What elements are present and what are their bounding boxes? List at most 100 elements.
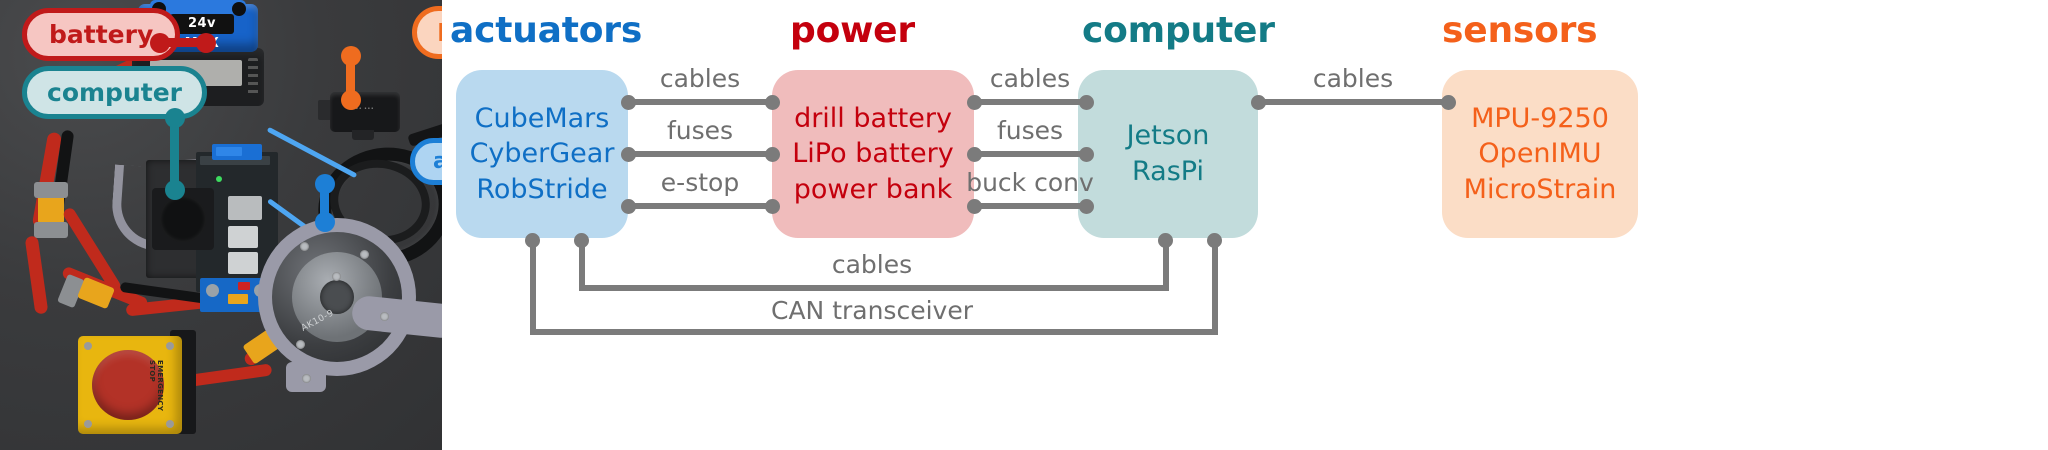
edge-actuators-computer-cables (1163, 238, 1169, 291)
potentiometer (228, 294, 248, 304)
header-sensors: sensors (1442, 10, 1598, 51)
edge-nub (765, 95, 780, 110)
edge-actuators-power-fuses (628, 151, 772, 157)
edge-nub (1079, 199, 1094, 214)
actuator-shaft (320, 280, 354, 314)
actuator-callout: actuator (410, 138, 442, 185)
edge-nub (525, 233, 540, 248)
screw (166, 420, 174, 428)
header-computer: computer (1082, 10, 1275, 51)
cable-sleeve (34, 222, 68, 238)
computer-callout: computer (22, 66, 207, 119)
screw (84, 420, 92, 428)
edge-nub (1441, 95, 1456, 110)
header-power: power (790, 10, 915, 51)
edge-label-can-transceiver: CAN transceiver (770, 296, 973, 325)
sensors-item: OpenIMU (1478, 138, 1602, 170)
battery-top (150, 0, 246, 14)
edge-power-computer-buck (974, 203, 1086, 209)
edge-label-estop: e-stop (660, 168, 740, 197)
sensors-box[interactable]: MPU-9250 OpenIMU MicroStrain (1442, 70, 1638, 238)
edge-actuators-computer-cables (579, 285, 1169, 291)
hardware-photo: 24v MAX ••• ••• (0, 0, 442, 450)
edge-label-cables: cables (1312, 64, 1394, 93)
edge-nub (1079, 147, 1094, 162)
edge-label-buck-conv: buck conv (966, 168, 1094, 197)
edge-label-cables: cables (831, 250, 913, 279)
edge-actuators-computer-can (530, 329, 1218, 335)
cable-sleeve (34, 182, 68, 198)
computer-callout-label: computer (47, 78, 182, 107)
header-actuators: actuators (450, 10, 643, 51)
edge-nub (1158, 233, 1173, 248)
edge-nub (1079, 95, 1094, 110)
actuators-item: CubeMars (474, 102, 610, 134)
computer-item: RasPi (1132, 156, 1204, 187)
power-item: drill battery (794, 102, 952, 134)
imu-callout: IMU (412, 6, 442, 59)
edge-nub (1207, 233, 1222, 248)
buck-indicator (238, 282, 250, 290)
edge-nub (621, 199, 636, 214)
screw (84, 342, 92, 350)
actuators-item: CyberGear (469, 138, 615, 170)
imu-silkscreen: ••• ••• (352, 106, 375, 112)
edge-actuators-power-estop (628, 203, 772, 209)
edge-power-computer-fuses (974, 151, 1086, 157)
computer-box[interactable]: Jetson RasPi (1078, 70, 1258, 238)
actuators-box[interactable]: CubeMars CyberGear RobStride (456, 70, 628, 238)
emergency-stop-button (92, 350, 164, 420)
actuators-item: RobStride (476, 173, 608, 205)
sensors-item: MPU-9250 (1471, 102, 1609, 134)
usb-port (228, 226, 258, 248)
edge-power-computer-cables (974, 99, 1086, 105)
bolt (296, 340, 305, 349)
usb-port (228, 252, 258, 274)
edge-nub (967, 147, 982, 162)
computer-item: Jetson (1126, 120, 1210, 152)
imu-foot (352, 130, 374, 140)
edge-label-cables: cables (989, 64, 1071, 93)
edge-label-fuses: fuses (996, 116, 1064, 145)
imu-callout-label: IMU (437, 18, 442, 47)
status-led (216, 176, 222, 182)
edge-nub (1251, 95, 1266, 110)
edge-label-cables: cables (659, 64, 741, 93)
edge-nub (765, 147, 780, 162)
edge-nub (621, 147, 636, 162)
power-item: LiPo battery (792, 138, 954, 170)
edge-actuators-computer-can (1212, 238, 1218, 335)
estop-text: EMERGENCY STOP (148, 360, 164, 411)
edge-computer-sensors-cables (1258, 99, 1448, 105)
bolt (380, 312, 389, 321)
battery-knob (232, 2, 246, 16)
battery-callout-label: battery (49, 20, 154, 49)
edge-actuators-power-cables (628, 99, 772, 105)
usb-port (228, 196, 262, 220)
bolt (302, 374, 311, 383)
edge-nub (967, 95, 982, 110)
edge-label-fuses: fuses (666, 116, 734, 145)
fan (160, 196, 206, 242)
gpio-header (200, 156, 270, 165)
battery-contacts (248, 58, 258, 98)
edge-nub (765, 199, 780, 214)
edge-nub (621, 95, 636, 110)
edge-actuators-computer-cables (579, 238, 585, 291)
can-transceiver-chip (216, 147, 242, 156)
edge-actuators-computer-can (530, 238, 536, 335)
sensors-item: MicroStrain (1463, 173, 1617, 205)
bolt (332, 272, 341, 281)
edge-nub (967, 199, 982, 214)
capacitor (206, 284, 219, 297)
imu-connector (318, 100, 332, 120)
battery-callout: battery (22, 8, 181, 61)
edge-nub (574, 233, 589, 248)
power-box[interactable]: drill battery LiPo battery power bank (772, 70, 974, 238)
bolt (360, 250, 369, 259)
power-item: power bank (793, 173, 953, 205)
bolt (300, 242, 309, 251)
screw (166, 342, 174, 350)
block-diagram: actuators power computer sensors CubeMar… (442, 0, 2048, 450)
